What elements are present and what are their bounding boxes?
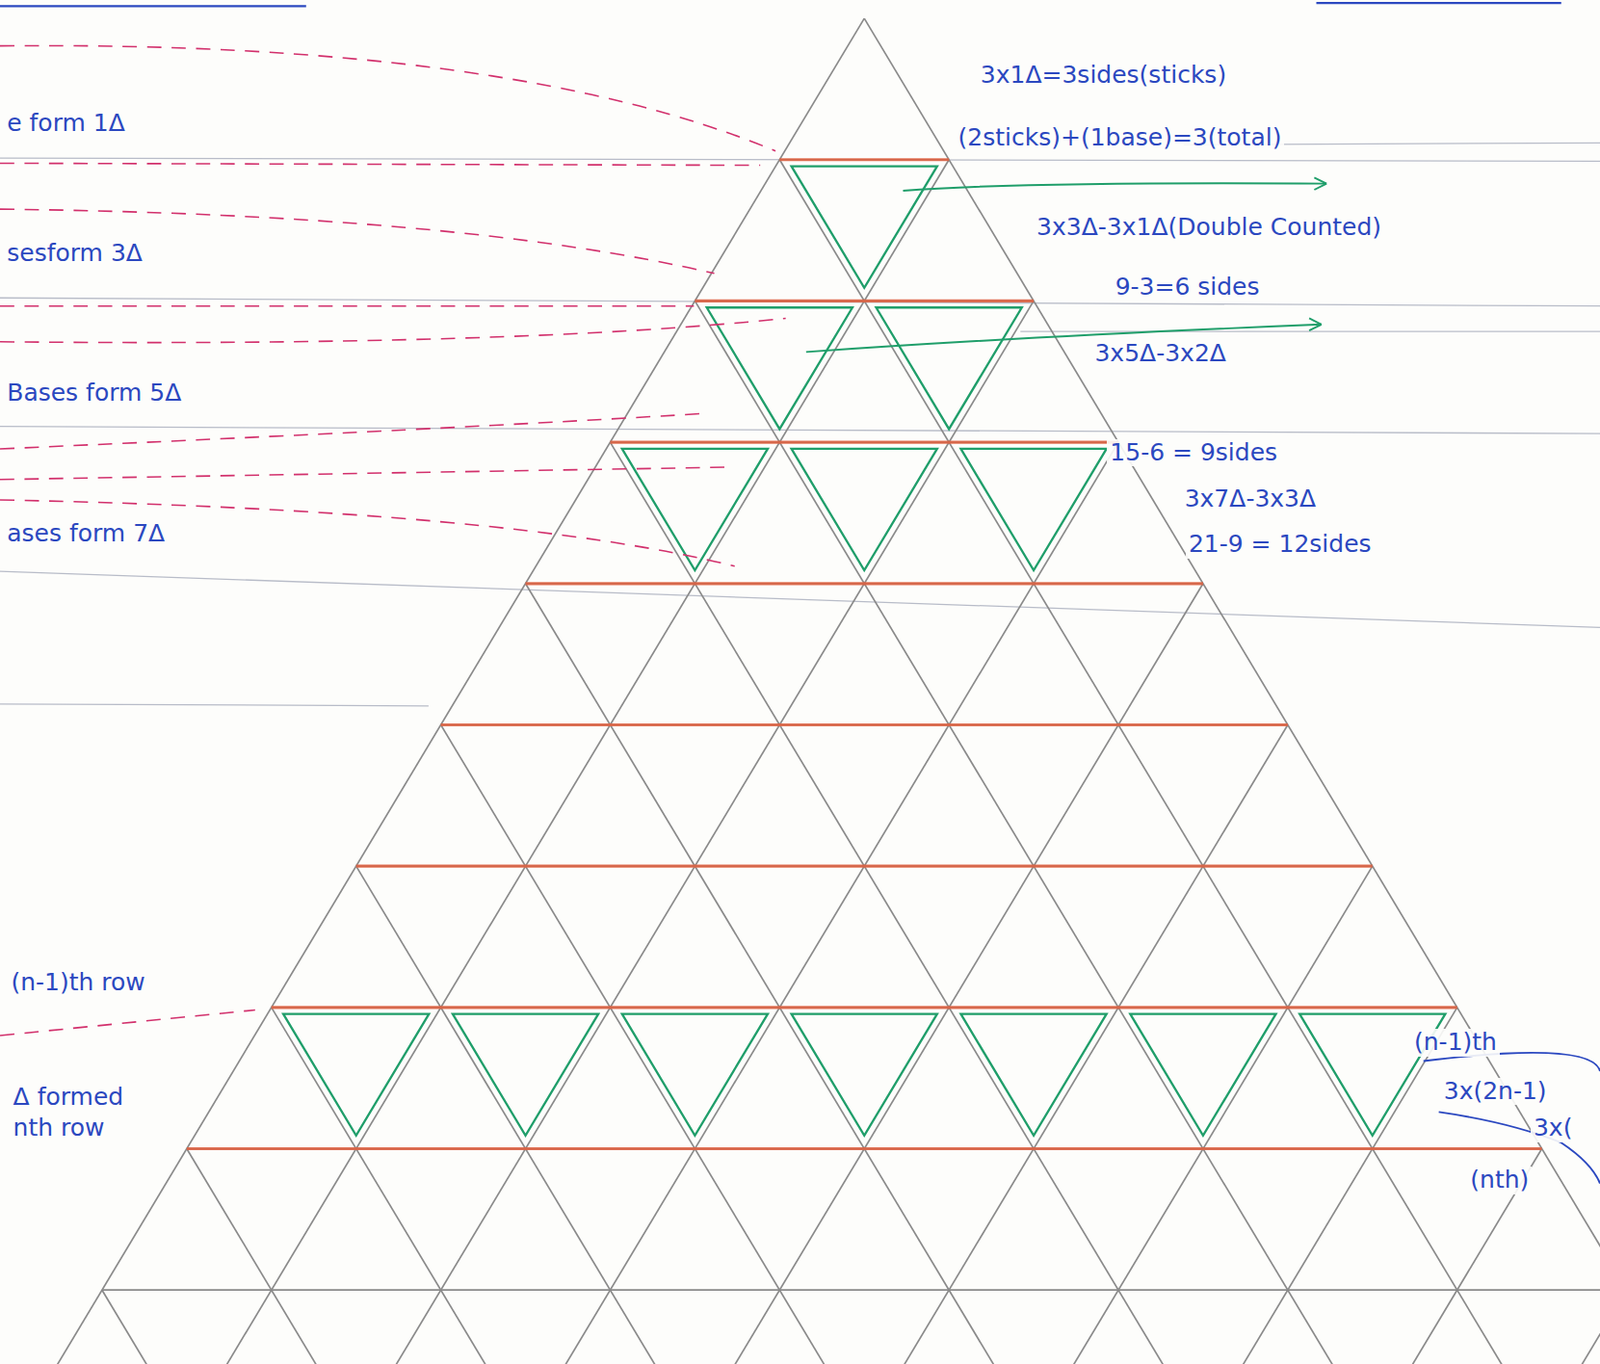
handwritten-note: Bases form 5Δ [3, 379, 184, 408]
handwritten-note: 21-9 = 12sides [1185, 530, 1375, 559]
handwritten-note: 3x(2n-1) [1441, 1077, 1550, 1106]
handwritten-note: 3x1Δ=3sides(sticks) [977, 61, 1230, 90]
green-triangle [791, 166, 938, 289]
handwritten-note: 9-3=6 sides [1112, 273, 1263, 302]
grid-line [864, 18, 1600, 1364]
red-base-lines [186, 159, 1543, 1150]
grid-line [186, 1149, 357, 1364]
grid-line [779, 157, 949, 161]
grid-line [779, 159, 1542, 1364]
handwritten-note: (nth) [1467, 1166, 1532, 1195]
handwritten-note: 3x5Δ-3x2Δ [1091, 340, 1229, 368]
green-triangle [707, 307, 853, 429]
blue-bracket [1423, 1052, 1600, 1184]
grid-line [609, 442, 1203, 1364]
grid-line [694, 583, 1204, 1364]
handwritten-note: 15-6 = 9sides [1106, 439, 1281, 468]
ruled-paper-lines [0, 142, 1600, 707]
top-pen-lines [0, 2, 1562, 6]
grid-line [271, 1006, 1458, 1009]
handwritten-note: e form 1Δ [3, 109, 129, 138]
grid-line [694, 299, 1034, 303]
grid-line [694, 300, 1034, 303]
grid-line [441, 724, 866, 1364]
grid-line [525, 582, 1204, 585]
grid-line [271, 1007, 526, 1364]
handwritten-note: Δ formed [10, 1083, 128, 1112]
grid-line [1372, 1149, 1543, 1364]
grid-line [17, 18, 865, 1364]
grid-line [1033, 865, 1373, 1364]
handwritten-note: (n-1)th [1411, 1028, 1500, 1057]
pencil-grid [17, 18, 1600, 1364]
handwritten-note: (n-1)th row [7, 969, 148, 997]
grid-line [779, 158, 949, 161]
grid-line [186, 1148, 1543, 1151]
grid-line [525, 581, 1204, 585]
magenta-dashed-pointers [0, 45, 787, 1036]
grid-line [186, 159, 949, 1364]
grid-line [609, 441, 1119, 445]
green-triangle [791, 448, 938, 571]
grid-line [694, 300, 1372, 1364]
grid-line [609, 441, 1119, 444]
green-triangle [791, 1014, 938, 1136]
grid-line [525, 442, 1119, 1364]
handwritten-note: sesform 3Δ [3, 239, 146, 268]
grid-line [356, 865, 1373, 868]
grid-line [102, 1288, 1600, 1291]
grid-line [1203, 1007, 1458, 1364]
grid-line [186, 1147, 1543, 1151]
grid-line [525, 583, 1035, 1364]
green-inverted-triangles [283, 166, 1445, 1136]
handwritten-note: (2sticks)+(1base)=3(total) [955, 124, 1286, 153]
handwritten-note: 3x3Δ-3x1Δ(Double Counted) [1033, 213, 1385, 242]
green-triangle [452, 1014, 599, 1136]
grid-line [102, 1289, 187, 1364]
green-triangle [1129, 1014, 1276, 1136]
green-triangle [622, 1014, 768, 1136]
grid-line [271, 1005, 1458, 1009]
green-triangle [960, 1014, 1106, 1136]
grid-line [441, 723, 1288, 727]
green-triangle [283, 1014, 429, 1136]
grid-line [356, 865, 696, 1364]
handwritten-note: 3x7Δ-3x3Δ [1181, 485, 1319, 514]
grid-line [441, 724, 1288, 727]
green-pointer-lines [806, 177, 1327, 352]
grid-line [1542, 1289, 1600, 1364]
green-triangle [960, 448, 1106, 571]
grid-line [864, 724, 1288, 1364]
handwritten-note: nth row [10, 1114, 108, 1143]
handwritten-note: 3x( [1530, 1114, 1575, 1143]
handwritten-note: ases form 7Δ [3, 520, 168, 549]
grid-line [356, 865, 1373, 867]
green-triangle [876, 307, 1023, 429]
grid-line [356, 300, 1034, 1364]
